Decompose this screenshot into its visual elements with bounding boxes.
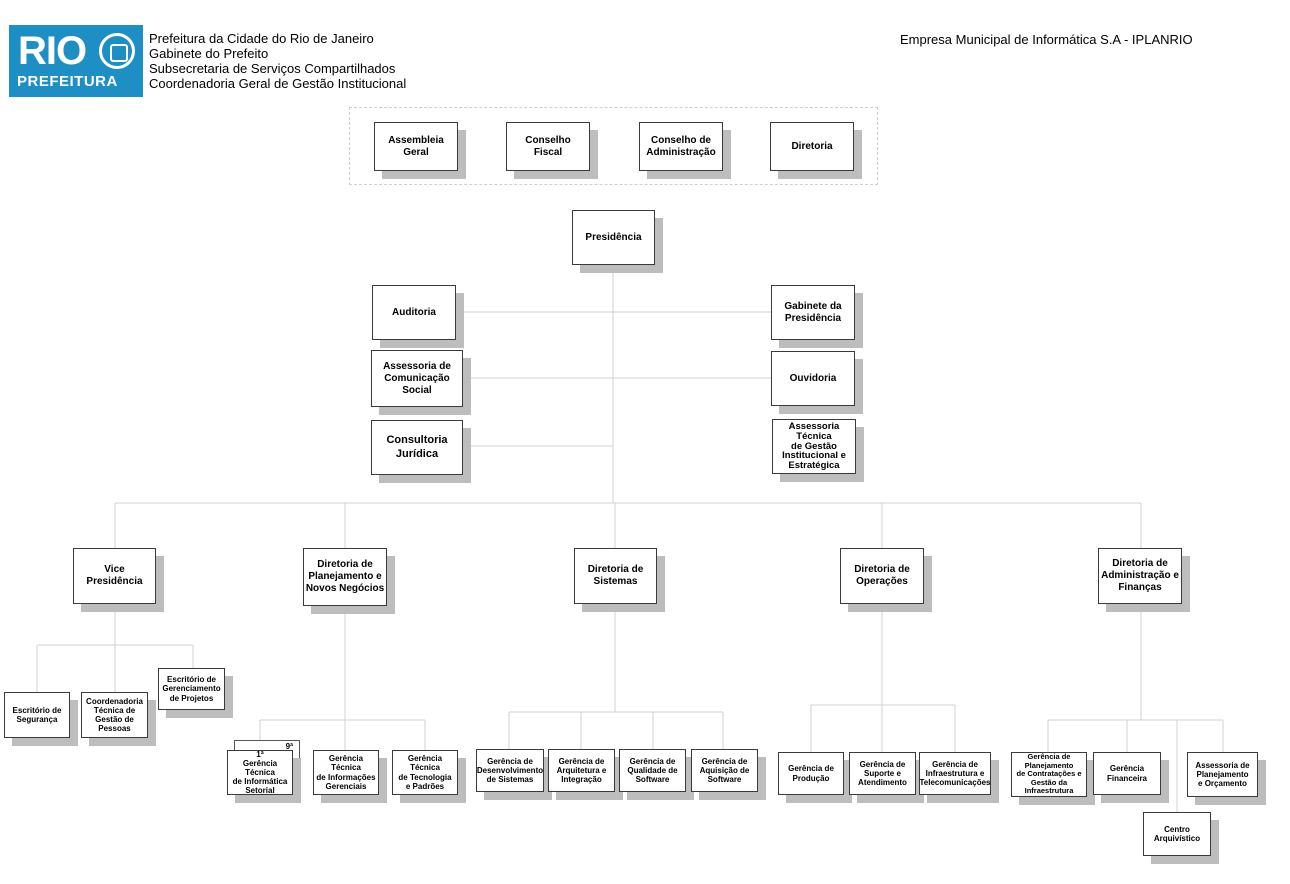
node-gerencia-financeira: Gerência Financeira — [1093, 752, 1161, 795]
node-gerencia-producao: Gerência de Produção — [778, 752, 844, 795]
node-assembleia-geral: Assembleia Geral — [374, 122, 458, 171]
node-conselho-administracao: Conselho de Administração — [639, 122, 723, 171]
node-assessoria-planejamento-orcamento: Assessoria de Planejamento e Orçamento — [1187, 752, 1258, 797]
node-diretoria-administracao: Diretoria de Administração e Finanças — [1098, 548, 1182, 604]
node-presidencia: Presidência — [572, 210, 655, 265]
node-gerencia-desenvolvimento: Gerência de Desenvolvimento de Sistemas — [476, 749, 544, 792]
node-vice-presidencia: Vice Presidência — [73, 548, 156, 604]
company-name: Empresa Municipal de Informática S.A - I… — [900, 32, 1193, 47]
governance-group — [349, 107, 878, 185]
node-assessoria-tecnica-gestao: Assessoria Técnica de Gestão Institucion… — [772, 419, 856, 474]
logo-rio-text: RIO — [18, 29, 87, 73]
city-seal-icon — [99, 33, 135, 69]
header-line-coordenadoria: Coordenadoria Geral de Gestão Institucio… — [149, 76, 407, 91]
node-gerencia-tecnologia: Gerência Técnica de Tecnologia e Padrões — [392, 750, 458, 795]
node-gerencia-setorial-1: 1ª Gerência Técnica de Informática Setor… — [227, 750, 293, 795]
node-escritorio-projetos: Escritório de Gerenciamento de Projetos — [158, 668, 225, 710]
node-diretoria-sistemas: Diretoria de Sistemas — [574, 548, 657, 604]
node-gerencia-qualidade: Gerência de Qualidade de Software — [619, 749, 686, 792]
node-gerencia-arquitetura: Gerência de Arquitetura e Integração — [548, 749, 615, 792]
node-auditoria: Auditoria — [372, 285, 456, 340]
node-diretoria-planejamento: Diretoria de Planejamento e Novos Negóci… — [303, 548, 387, 606]
rio-prefeitura-logo: RIO PREFEITURA — [9, 25, 143, 97]
node-assessoria-comunicacao: Assessoria de Comunicação Social — [371, 350, 463, 407]
node-gerencia-informacoes: Gerência Técnica de Informações Gerencia… — [313, 750, 379, 795]
node-escritorio-seguranca: Escritório de Segurança — [4, 692, 70, 738]
node-conselho-fiscal: Conselho Fiscal — [506, 122, 590, 171]
logo-prefeitura-text: PREFEITURA — [17, 73, 118, 90]
node-diretoria-operacoes: Diretoria de Operações — [840, 548, 924, 604]
node-centro-arquivistico: Centro Arquivístico — [1143, 812, 1211, 856]
node-consultoria-juridica: Consultoria Jurídica — [371, 420, 463, 475]
node-gerencia-aquisicao: Gerência de Aquisição de Software — [691, 749, 758, 792]
node-coordenadoria-pessoas: Coordenadoria Técnica de Gestão de Pesso… — [81, 692, 148, 738]
node-ouvidoria: Ouvidoria — [771, 351, 855, 406]
header-line-city: Prefeitura da Cidade do Rio de Janeiro — [149, 31, 374, 46]
node-gerencia-contratacoes: Gerência de Planejamento de Contratações… — [1011, 752, 1087, 797]
header-line-subsecretaria: Subsecretaria de Serviços Compartilhados — [149, 61, 396, 76]
node-gabinete-presidencia: Gabinete da Presidência — [771, 285, 855, 340]
node-gerencia-infraestrutura-telecom: Gerência de Infraestrutura e Telecomunic… — [919, 752, 991, 795]
header-text-block: Prefeitura da Cidade do Rio de Janeiro G… — [149, 31, 406, 91]
node-diretoria: Diretoria — [770, 122, 854, 171]
node-gerencia-suporte: Gerência de Suporte e Atendimento — [849, 752, 916, 795]
header-line-cabinet: Gabinete do Prefeito — [149, 46, 269, 61]
